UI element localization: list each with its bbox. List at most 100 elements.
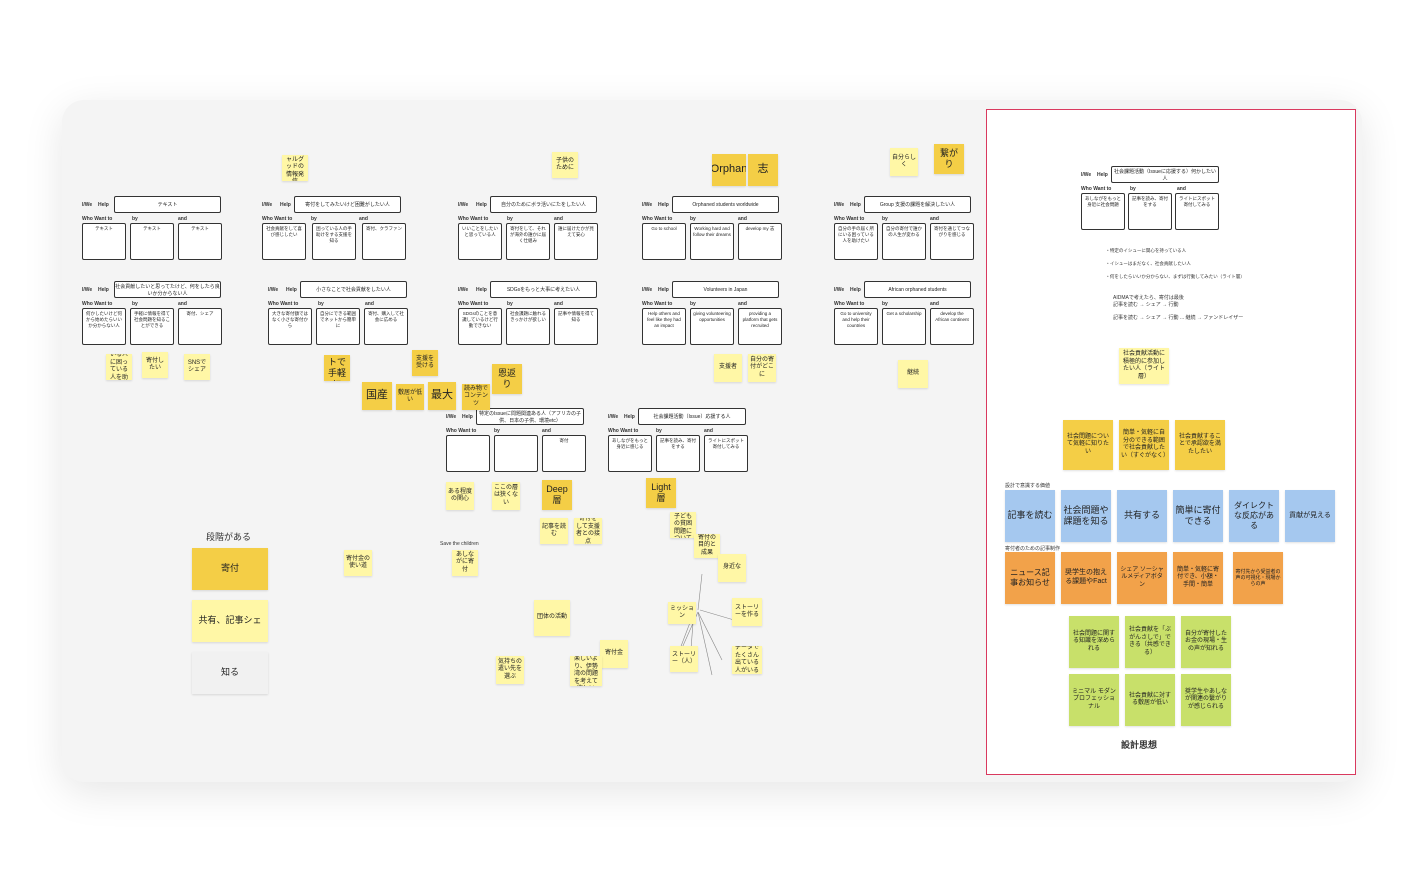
sticky-note[interactable]: 志	[748, 154, 778, 186]
design-thinking-frame[interactable]: I/We Help 社会課題活動（Issueに応援する）何かしたい人 Who W…	[986, 109, 1356, 775]
statement-box[interactable]: Group 支援の課題を解決したい人	[864, 196, 971, 213]
cell[interactable]: テキスト	[82, 223, 126, 260]
sticky-note[interactable]: 敷居が低い	[396, 384, 424, 410]
value-sticky[interactable]: 社会問題や課題を知る	[1061, 490, 1111, 542]
cell[interactable]: SDGsのことを意識しているけど行動できない	[458, 308, 502, 345]
cell[interactable]: Help others and feel like they had an im…	[642, 308, 686, 345]
cell[interactable]: 社会課題に触れるきっかけが欲しい	[506, 308, 550, 345]
feature-sticky[interactable]: シェア ソーシャルメディアボタン	[1117, 552, 1167, 604]
feature-sticky[interactable]: 寄付先から受益者の声の可視化・現場からの声	[1233, 552, 1283, 604]
statement-box[interactable]: 自分のためにボラ活いにたをしたい人	[490, 196, 597, 213]
statement-box[interactable]: SDGsをもっと大事に考えたい人	[490, 281, 597, 298]
statement-box[interactable]: テキスト	[114, 196, 221, 213]
sticky-note[interactable]: ネットで手軽に	[324, 355, 350, 381]
cell[interactable]: 何かしたいけど何から始めたらいいか分からない人	[82, 308, 126, 345]
principle-sticky[interactable]: 社会貢献を「ぶがんさしで」できる（共感できる）	[1125, 616, 1175, 668]
sticky-note[interactable]: 自分らしく	[890, 148, 918, 176]
sticky-note[interactable]: 寄付したい	[142, 352, 168, 378]
sticky-note[interactable]: 団体の活動	[534, 600, 570, 636]
sticky-note[interactable]: 身近にいる人に困っている人を助けたい	[106, 354, 132, 380]
principle-sticky[interactable]: 奨学生やあしなが関連の繋がりが感じられる	[1181, 674, 1231, 726]
sticky-note[interactable]: 国産	[362, 382, 392, 410]
feature-sticky[interactable]: 奨学生の抱える課題やFact	[1061, 552, 1111, 604]
statement-box[interactable]: 特定のIssueに問題関連ある人（アフリカの子供、日本の子供、環境etc）	[476, 408, 584, 425]
feature-sticky[interactable]: ニュース記事お知らせ	[1005, 552, 1055, 604]
statement-box[interactable]: 社会課題活動（Issue）応援する人	[638, 408, 746, 425]
statement-box[interactable]: 社会課題活動（Issueに応援する）何かしたい人	[1111, 166, 1219, 183]
principle-sticky[interactable]: ミニマル モダン プロフェッショナル	[1069, 674, 1119, 726]
sticky-note[interactable]: 恩返り	[492, 364, 522, 394]
sticky-note[interactable]: 簡単・気軽に自分のできる範囲で社会貢献したい（すぐがなく）	[1119, 420, 1169, 470]
legend-stage-know[interactable]: 知る	[192, 652, 268, 694]
statement-box[interactable]: Orphaned students worldwide	[672, 196, 779, 213]
cell[interactable]: develop my 志	[738, 223, 782, 260]
sticky-note[interactable]: 日本の子どもの貧困問題について	[670, 512, 696, 538]
cell[interactable]: テキスト	[178, 223, 222, 260]
sticky-note[interactable]: 記事を読む	[540, 518, 568, 544]
sticky-note[interactable]: 寄付して楽しいより、伊勢湾の問題を考えて欲しい	[570, 656, 602, 686]
cell[interactable]	[494, 435, 538, 472]
cell[interactable]: giving volunteering opportunities	[690, 308, 734, 345]
sticky-note[interactable]: 自分の寄付がどこに	[748, 354, 776, 382]
statement-box[interactable]: 寄付をしてみたいけど困難がしたい人	[294, 196, 401, 213]
sticky-note[interactable]: 身近な	[718, 554, 746, 582]
cell[interactable]: 寄付を通じてつながりを感じる	[930, 223, 974, 260]
sticky-note[interactable]: 繋がり	[934, 144, 964, 174]
cell[interactable]: 寄付、クラファン	[362, 223, 406, 260]
sticky-note[interactable]: 読み物でコンテンツ	[462, 384, 490, 410]
cell[interactable]: Working hard and follow their dreams	[690, 223, 734, 260]
feature-sticky[interactable]: 簡単・気軽に寄付でき、小額・手間・簡単	[1173, 552, 1223, 604]
sticky-note[interactable]: SNSでシェア	[184, 354, 210, 380]
sticky-note[interactable]: ソーシャルグッドの情報発信	[282, 155, 308, 181]
sticky-note[interactable]: 気持ちの遣い先を選ぶ	[496, 656, 524, 684]
cell[interactable]: develop the African continent	[930, 308, 974, 345]
sticky-note[interactable]: Light層	[646, 478, 676, 508]
cell[interactable]	[446, 435, 490, 472]
principle-sticky[interactable]: 社会問題に関する知識を深められる	[1069, 616, 1119, 668]
statement-box[interactable]: 小さなことで社会貢献をしたい人	[300, 281, 407, 298]
sticky-note[interactable]: ミッション	[668, 602, 696, 624]
cell[interactable]: providing a platform that gets recruited	[738, 308, 782, 345]
sticky-note[interactable]: ストーリー（人）	[670, 646, 698, 672]
cell[interactable]: Go to university and help their countrie…	[834, 308, 878, 345]
cell[interactable]: ライトにスポット寄付してみる	[704, 435, 748, 472]
cell[interactable]: 困っている人の手助けをする支援を知る	[312, 223, 356, 260]
statement-box[interactable]: Volunteers in Japan	[672, 281, 779, 298]
cell[interactable]: 手軽に情報を得て社会問題を知ることができる	[130, 308, 174, 345]
sticky-note[interactable]: 支援を受ける	[412, 350, 438, 376]
cell[interactable]: 寄付、購入して社会に広める	[364, 308, 408, 345]
sticky-note[interactable]: ここの層は狭くない	[492, 482, 520, 510]
cell[interactable]: 大きな寄付額ではなく小さな寄付から	[268, 308, 312, 345]
cell[interactable]: あしながをもっと身近に感じる	[608, 435, 652, 472]
cell[interactable]: ライトにスポット寄付してみる	[1175, 193, 1219, 230]
cell[interactable]: 自分の手の届く所にいる困っている人を助けたい	[834, 223, 878, 260]
sticky-note[interactable]: Deep層	[542, 480, 572, 510]
legend-stage-share[interactable]: 共有、記事シェ	[192, 600, 268, 642]
sticky-note[interactable]: ある程度の関心	[446, 482, 474, 510]
value-sticky[interactable]: 簡単に寄付できる	[1173, 490, 1223, 542]
cell[interactable]: 記事を読み、寄付をする	[1128, 193, 1172, 230]
cell[interactable]: Go to school	[642, 223, 686, 260]
sticky-note[interactable]: あしながに寄付	[452, 550, 478, 576]
sticky-note[interactable]: 社会貢献活動に積極的に参加したい人（ライト層）	[1119, 348, 1169, 384]
principle-sticky[interactable]: 社会貢献に対する敷居が低い	[1125, 674, 1175, 726]
cell[interactable]: 社会貢献をして喜び感じしたい	[262, 223, 306, 260]
value-sticky[interactable]: 記事を読む	[1005, 490, 1055, 542]
sticky-note[interactable]: 寄付の目的と成果	[694, 534, 720, 558]
sticky-note[interactable]: 社会貢献することで承認欲を満たしたい	[1175, 420, 1225, 470]
sticky-note[interactable]: 寄付をして支援者との接点	[574, 518, 602, 544]
sticky-note[interactable]: 寄付金の使い道	[344, 550, 372, 576]
statement-box[interactable]: African orphaned students	[864, 281, 971, 298]
sticky-note[interactable]: 子供のために	[552, 152, 578, 178]
sticky-note[interactable]: 寄付金	[600, 640, 628, 668]
value-sticky[interactable]: ダイレクトな反応がある	[1229, 490, 1279, 542]
cell[interactable]: Get a scholarship	[882, 308, 926, 345]
statement-box[interactable]: 社会貢献したいと思ってたけど、何をしたら良いか分からない人	[114, 281, 221, 298]
cell[interactable]: いいことをしたいと思っている人	[458, 223, 502, 260]
cell[interactable]: 誰に届けたかが見えて安心	[554, 223, 598, 260]
value-sticky[interactable]: 共有する	[1117, 490, 1167, 542]
sticky-note[interactable]: 最大	[428, 382, 456, 410]
cell[interactable]: 寄付をして、それが海外の誰かに届く仕組み	[506, 223, 550, 260]
cell[interactable]: あしながをもっと身近に社会問題	[1081, 193, 1125, 230]
whiteboard-canvas[interactable]: I/We Help テキスト Who Want to by and テキスト テ…	[62, 100, 1362, 782]
